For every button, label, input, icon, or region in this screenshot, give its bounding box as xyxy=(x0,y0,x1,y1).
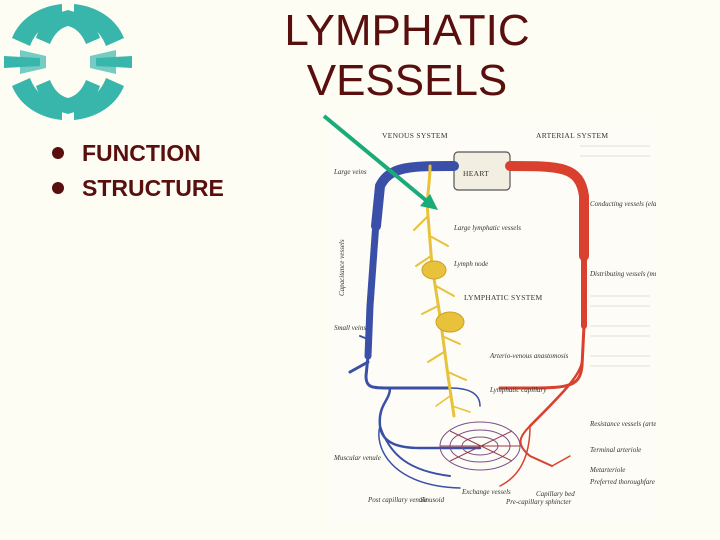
precapillary-sphincter-label: Pre-capillary sphincter xyxy=(505,498,572,506)
lymph-node-upper xyxy=(421,260,447,280)
postcapillary-venule-label: Post capillary venule xyxy=(367,496,427,504)
bullet-item: STRUCTURE xyxy=(52,171,224,206)
arterio-venous-label: Arterio-venous anastomosis xyxy=(489,352,569,360)
terminal-arteriole-label: Terminal arteriole xyxy=(590,446,641,454)
venous-system-label: VENOUS SYSTEM xyxy=(382,131,448,140)
capacitance-vessels-label: Capacitance vessels xyxy=(338,239,346,296)
logo xyxy=(0,0,136,124)
small-veins-label: Small veins xyxy=(334,324,366,332)
metarteriole-label: Metarteriole xyxy=(589,466,625,474)
muscular-venule-label: Muscular venule xyxy=(333,454,381,462)
bullet-dot-icon xyxy=(52,146,64,159)
large-lymphatic-vessels-label: Large lymphatic vessels xyxy=(453,224,521,232)
lymph-node-lower xyxy=(435,311,465,333)
lymphatic-system-label: LYMPHATIC SYSTEM xyxy=(464,293,542,302)
distributing-vessels-label: Distributing vessels (muscular arteries) xyxy=(589,270,656,278)
lymph-node-label: Lymph node xyxy=(453,260,488,268)
slide-title: LYMPHATIC VESSELS xyxy=(262,6,552,106)
title-line-2: VESSELS xyxy=(306,56,508,105)
exchange-vessels-label: Exchange vessels xyxy=(461,488,511,496)
bullet-text: FUNCTION xyxy=(82,140,201,166)
sinusoid-label: Sinusoid xyxy=(420,496,445,504)
large-veins-label: Large veins xyxy=(333,168,367,176)
lymphatic-capillary-label: Lymphatic capillary xyxy=(489,386,547,394)
arterial-system xyxy=(498,161,589,487)
capillary-bed xyxy=(439,421,521,471)
resistance-vessels-label: Resistance vessels (arterioles) xyxy=(589,420,656,428)
conducting-vessels-label: Conducting vessels (elastic arteries) xyxy=(590,200,656,208)
preferred-channel-label: Preferred thoroughfare channel xyxy=(589,478,656,486)
logo-swirl-icon xyxy=(4,4,132,120)
bullet-dot-icon xyxy=(52,181,64,194)
arterial-system-label: ARTERIAL SYSTEM xyxy=(536,131,608,140)
title-line-1: LYMPHATIC xyxy=(284,6,530,55)
capillary-bed-label: Capillary bed xyxy=(536,490,575,498)
heart-label: HEART xyxy=(463,169,489,178)
bullet-text: STRUCTURE xyxy=(82,175,224,201)
lymphatic-system xyxy=(413,164,471,418)
bullet-list: FUNCTION STRUCTURE xyxy=(52,136,224,206)
bullet-item: FUNCTION xyxy=(52,136,224,171)
diagram-svg: HEART xyxy=(333,131,656,506)
circulatory-diagram: HEART xyxy=(330,126,656,522)
